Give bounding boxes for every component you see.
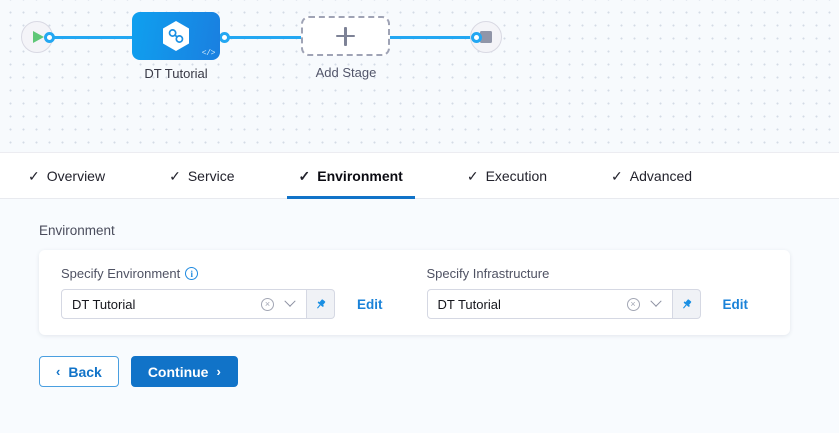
pin-icon [317,298,326,308]
add-stage-button[interactable] [301,16,390,56]
infrastructure-pin-button[interactable] [672,289,701,319]
stage-node-label: DT Tutorial [144,66,208,81]
clear-icon[interactable]: × [626,297,640,311]
specify-infrastructure-row: DT Tutorial × Edit [426,289,749,319]
tab-overview[interactable]: ✓ Overview [16,153,117,198]
tab-overview-label: Overview [46,167,106,184]
tab-service[interactable]: ✓ Service [157,153,246,198]
environment-card: Specify Environment i DT Tutorial × [39,250,790,335]
chevron-down-icon[interactable] [284,295,296,307]
tab-environment[interactable]: ✓ Environment [286,153,416,199]
continue-button-label: Continue [147,363,209,380]
specify-infrastructure-label-row: Specify Infrastructure [427,266,749,281]
tab-execution-label: Execution [485,167,548,184]
play-icon [33,31,44,43]
end-node-input-port[interactable] [471,32,482,43]
chevron-left-icon: ‹ [56,364,61,379]
specify-infrastructure-group: Specify Infrastructure DT Tutorial × [426,266,749,319]
infrastructure-select[interactable]: DT Tutorial × [426,289,673,319]
check-icon: ✓ [466,167,479,184]
back-button-label: Back [68,363,102,380]
continue-button[interactable]: Continue › [130,356,238,387]
environment-select[interactable]: DT Tutorial × [61,289,307,319]
connector-addstage-to-end [386,36,478,39]
check-icon: ✓ [611,167,623,184]
check-icon: ✓ [169,167,181,184]
pipeline-canvas[interactable]: </> DT Tutorial Add Stage [0,0,839,152]
info-icon[interactable]: i [185,267,199,280]
back-button[interactable]: ‹ Back [39,356,119,387]
infrastructure-select-value: DT Tutorial [437,296,501,312]
tab-advanced-label: Advanced [629,167,693,184]
specify-environment-row: DT Tutorial × Edit [61,289,383,319]
stage-node-output-port[interactable] [219,32,230,43]
specify-environment-group: Specify Environment i DT Tutorial × [61,266,383,319]
chevron-right-icon: › [216,364,221,379]
clear-icon[interactable]: × [261,297,274,311]
check-icon: ✓ [298,167,311,184]
stage-config-tabs: ✓ Overview ✓ Service ✓ Environment ✓ Exe… [0,152,839,199]
tab-service-label: Service [187,167,235,184]
pin-icon [682,298,691,308]
tab-execution[interactable]: ✓ Execution [455,153,559,198]
add-stage-label: Add Stage [315,65,377,80]
environment-tab-panel: Environment Specify Environment i DT Tut… [0,199,839,433]
infrastructure-edit-link[interactable]: Edit [722,296,749,312]
section-title-environment: Environment [39,223,115,238]
specify-environment-label-row: Specify Environment i [61,266,383,281]
chevron-down-icon[interactable] [649,295,662,307]
stop-icon [480,31,492,43]
code-glyph-icon: </> [201,49,216,58]
environment-edit-link[interactable]: Edit [357,296,383,312]
environment-select-value: DT Tutorial [72,296,136,312]
specify-environment-label: Specify Environment [61,266,181,281]
tab-environment-label: Environment [317,167,403,184]
environment-pin-button[interactable] [307,289,335,319]
connector-start-to-stage [46,36,142,39]
specify-infrastructure-label: Specify Infrastructure [426,266,550,281]
start-node-output-port[interactable] [44,32,55,43]
wizard-footer: ‹ Back Continue › [39,356,238,387]
tab-advanced[interactable]: ✓ Advanced [599,153,704,198]
harness-hexagon-icon [163,21,189,51]
plus-icon-bar [336,34,355,38]
check-icon: ✓ [28,167,40,184]
stage-node-dt-tutorial[interactable]: </> [132,12,220,60]
connector-stage-to-addstage [225,36,305,39]
